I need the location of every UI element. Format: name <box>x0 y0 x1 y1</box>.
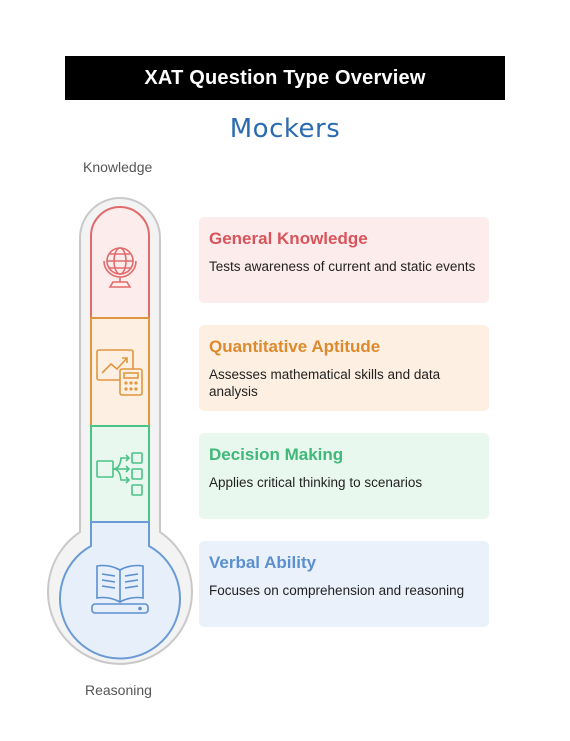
card-quantitative-aptitude: Quantitative Aptitude Assesses mathemati… <box>199 325 489 411</box>
card-verbal-ability: Verbal Ability Focuses on comprehension … <box>199 541 489 627</box>
decision-flow-icon <box>96 452 143 496</box>
card-description: Applies critical thinking to scenarios <box>209 475 423 490</box>
page-title: XAT Question Type Overview <box>65 56 505 100</box>
mockers-logo: Mockers <box>0 112 570 146</box>
card-decision-making: Decision Making Applies critical thinkin… <box>199 433 489 519</box>
card-title: Decision Making <box>209 445 344 464</box>
card-title: Quantitative Aptitude <box>209 337 381 356</box>
scale-bottom-label: Reasoning <box>85 682 152 698</box>
card-description: Tests awareness of current and static ev… <box>209 259 476 274</box>
globe-icon <box>103 247 137 288</box>
card-description: Assesses mathematical skills and data an… <box>209 367 441 399</box>
book-icon <box>91 564 149 614</box>
card-description: Focuses on comprehension and reasoning <box>209 583 465 598</box>
scale-top-label: Knowledge <box>83 159 153 175</box>
calculator-chart-icon <box>96 349 143 396</box>
card-general-knowledge: General Knowledge Tests awareness of cur… <box>199 217 489 303</box>
logo-text: Mockers <box>229 114 341 144</box>
card-title: General Knowledge <box>209 229 368 248</box>
segment-general-knowledge <box>90 206 150 319</box>
card-title: Verbal Ability <box>209 553 317 572</box>
